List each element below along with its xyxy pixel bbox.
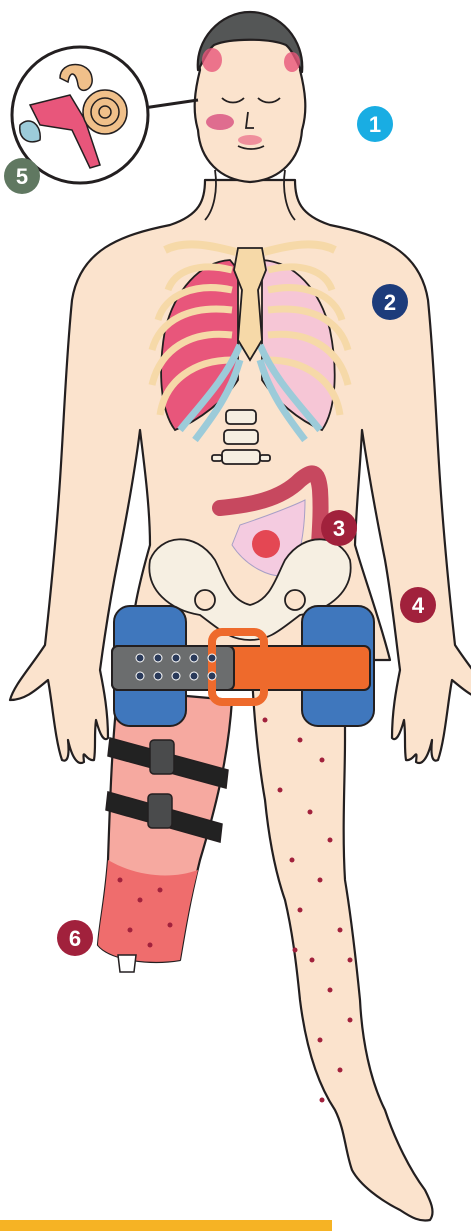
svg-text:1: 1 bbox=[369, 112, 381, 137]
bandage-end bbox=[118, 955, 136, 972]
svg-text:6: 6 bbox=[69, 926, 81, 951]
marker-2: 2 bbox=[372, 284, 408, 320]
marker-1: 1 bbox=[357, 106, 393, 142]
ear-callout bbox=[12, 47, 198, 183]
bruise-cheek bbox=[206, 114, 234, 130]
bottom-accent-bar bbox=[0, 1220, 332, 1231]
marker-3: 3 bbox=[321, 510, 357, 546]
bleeding-site bbox=[252, 530, 280, 558]
bruise-chin bbox=[238, 135, 262, 145]
bruise-forehead bbox=[202, 48, 222, 72]
thorax bbox=[152, 244, 348, 464]
svg-text:4: 4 bbox=[412, 593, 425, 618]
marker-4: 4 bbox=[400, 587, 436, 623]
svg-text:5: 5 bbox=[16, 164, 28, 189]
marker-5: 5 bbox=[4, 158, 40, 194]
tourniquet-clip-2 bbox=[148, 794, 172, 828]
tourniquet-clip-1 bbox=[150, 740, 174, 774]
marker-6: 6 bbox=[57, 920, 93, 956]
svg-text:2: 2 bbox=[384, 290, 396, 315]
bruise-forehead-right bbox=[284, 52, 300, 72]
svg-text:3: 3 bbox=[333, 516, 345, 541]
